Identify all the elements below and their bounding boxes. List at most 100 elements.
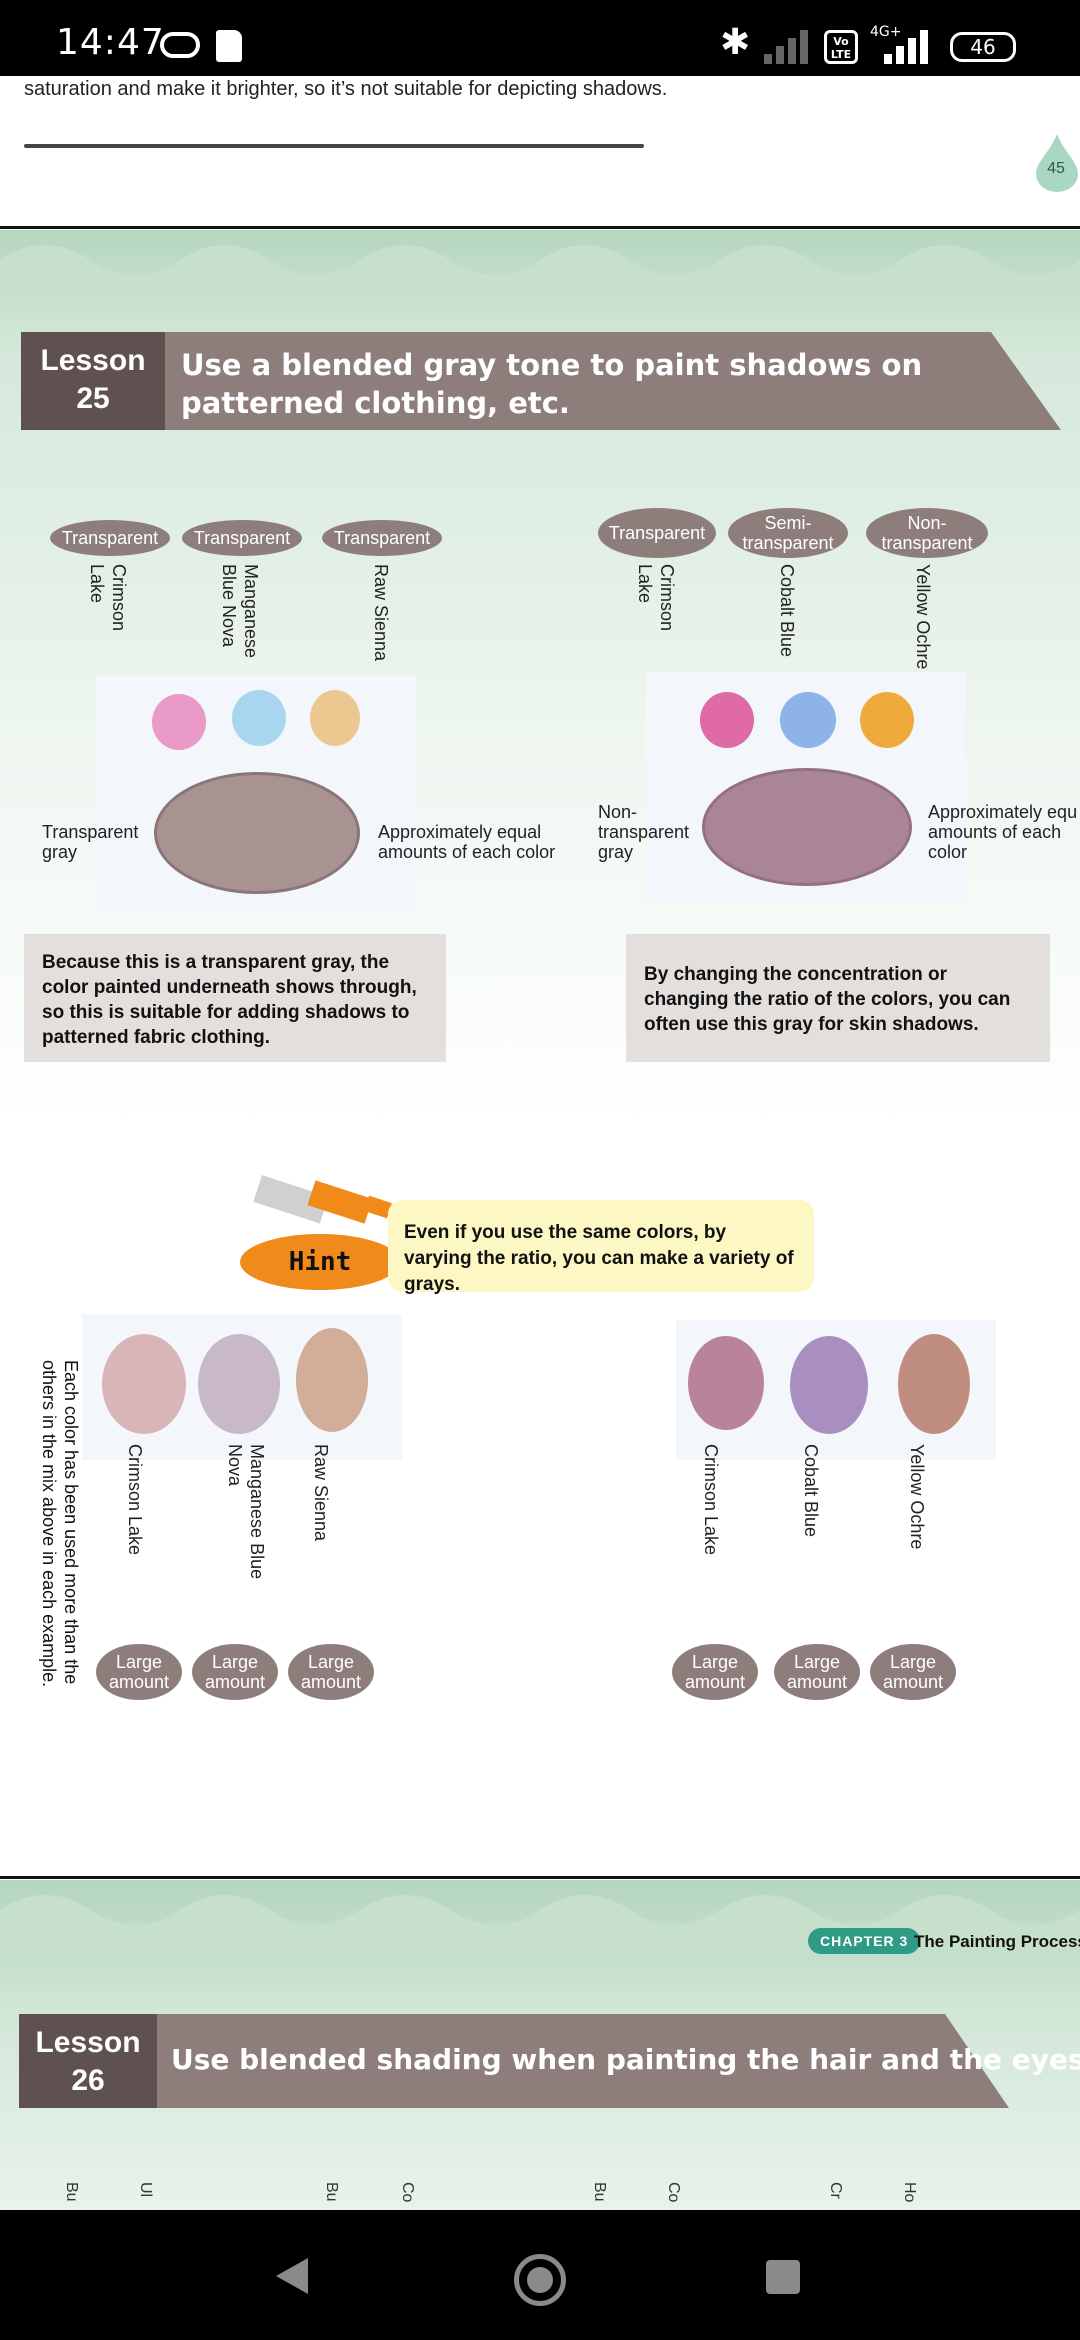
bluetooth-icon: ✱: [720, 22, 751, 63]
navigation-bar: [0, 2210, 1080, 2340]
cut-color-label: Bu: [591, 2182, 608, 2202]
mix-ratio-line: amounts of each: [928, 822, 1062, 842]
transparency-pill: Semi-transparent: [728, 508, 848, 558]
color-name: Yellow Ochre: [907, 1444, 927, 1550]
paint-swatch: [232, 690, 286, 746]
sd-card-icon: [216, 30, 242, 62]
cut-color-label: Co: [399, 2182, 416, 2203]
side-note: Each color has been used more than the o…: [39, 1360, 81, 1688]
transparency-pill: Transparent: [50, 520, 170, 556]
volte-icon: Vo LTE: [824, 30, 858, 64]
amount-pill: Large amount: [672, 1644, 758, 1700]
mix-ratio-label: Approximately equ amounts of each color: [928, 802, 1080, 862]
paint-swatch: [152, 694, 206, 750]
lesson-title-bg: [157, 2014, 1009, 2108]
swatch-panel: [96, 676, 416, 910]
color-name: Yellow Ochre: [913, 564, 933, 670]
cut-color-label: Ho: [901, 2182, 918, 2203]
mixed-gray-swatch: [154, 772, 360, 894]
color-name: Cobalt Blue: [801, 1444, 821, 1538]
color-name: Crimson Lake: [87, 564, 129, 632]
variation-panel: [82, 1314, 402, 1460]
explanation-note: Because this is a transparent gray, the …: [24, 934, 446, 1062]
clock: 14:47: [56, 22, 165, 63]
explanation-note: By changing the concentration or changin…: [626, 934, 1050, 1062]
variation-swatch: [688, 1336, 764, 1430]
cut-color-label: Bu: [63, 2182, 80, 2202]
amount-pill: Large amount: [288, 1644, 374, 1700]
page-number: 45: [1047, 160, 1065, 177]
lesson-title: Use blended shading when painting the ha…: [171, 2043, 1080, 2076]
page-divider: [0, 226, 1080, 229]
swatch-panel: [646, 672, 966, 902]
mix-ratio-line: Approximately equ: [928, 802, 1078, 822]
lesson-label: Lesson: [35, 2026, 141, 2059]
chapter-title: The Painting Process: [914, 1932, 1080, 1951]
color-name: Raw Sienna: [371, 564, 391, 662]
home-button[interactable]: [514, 2254, 566, 2306]
hint-text: Even if you use the same colors, by vary…: [388, 1200, 814, 1295]
color-name: Raw Sienna: [311, 1444, 331, 1542]
lesson-number-box: Lesson 26: [19, 2014, 157, 2108]
color-name: Crimson Lake: [701, 1444, 721, 1556]
lesson-number: 26: [71, 2064, 105, 2097]
amount-pill: Large amount: [192, 1644, 278, 1700]
signal-sim1-icon: [764, 26, 820, 64]
lesson-number: 25: [76, 382, 110, 415]
lesson-label: Lesson: [40, 344, 146, 377]
color-name: Manganese Blue Nova: [219, 564, 261, 659]
lesson-title: Use a blended gray tone to paint shadows…: [181, 348, 923, 420]
cloud-icon: [160, 32, 200, 58]
paint-swatch: [860, 692, 914, 748]
cut-text-line: [24, 142, 644, 152]
transparency-pill: Non-transparent: [866, 508, 988, 558]
paint-swatch: [700, 692, 754, 748]
transparency-pill: Transparent: [322, 520, 442, 556]
variation-panel: [676, 1320, 996, 1460]
lesson-header: Lesson 26 Use blended shading when paint…: [19, 2014, 1080, 2108]
chapter-tag: CHAPTER 3: [808, 1928, 921, 1954]
battery-icon: 46: [950, 32, 1016, 62]
signal-sim2-icon: [884, 26, 940, 64]
lesson-26-page: CHAPTER 3 The Painting Process Lesson 26…: [0, 1880, 1080, 2210]
lesson-25-page: Lesson 25 Use a blended gray tone to pai…: [0, 230, 1080, 1877]
color-name: Crimson Lake: [635, 564, 677, 632]
previous-page-text: saturation and make it brighter, so it’s…: [24, 78, 668, 100]
previous-page: saturation and make it brighter, so it’s…: [0, 76, 1080, 228]
color-name: Manganese Blue Nova: [225, 1444, 267, 1580]
mixed-gray-swatch: [702, 768, 912, 886]
amount-pill: Large amount: [870, 1644, 956, 1700]
cut-color-label: Cr: [827, 2182, 844, 2199]
water-drop-icon: [1036, 134, 1078, 192]
color-name: Crimson Lake: [125, 1444, 145, 1556]
lesson-number-box: Lesson 25: [21, 332, 165, 430]
variation-swatch: [296, 1328, 368, 1432]
mix-type-label: Non-transparent gray: [598, 802, 690, 862]
variation-swatch: [898, 1334, 970, 1434]
mix-type-label: Transparent gray: [42, 822, 139, 862]
wave-decoration: [0, 245, 1080, 300]
cut-color-label: Co: [665, 2182, 682, 2203]
cut-color-label: Bu: [323, 2182, 340, 2202]
color-name: Cobalt Blue: [777, 564, 797, 658]
transparency-pill: Transparent: [598, 508, 716, 558]
network-type: 4G+: [870, 24, 902, 40]
status-bar: 14:47 ✱ Vo LTE 4G+ 46: [0, 0, 1080, 76]
hint-badge: Hint: [240, 1234, 400, 1290]
paint-swatch: [780, 692, 836, 748]
recent-apps-button[interactable]: [766, 2260, 800, 2294]
variation-swatch: [198, 1334, 280, 1434]
paint-tube-icon: [253, 1175, 392, 1224]
variation-swatch: [102, 1334, 186, 1434]
amount-pill: Large amount: [774, 1644, 860, 1700]
lesson-title-bg: [165, 332, 1061, 430]
lesson-header: Lesson 25 Use a blended gray tone to pai…: [21, 332, 1061, 430]
variation-swatch: [790, 1336, 868, 1434]
paint-swatch: [310, 690, 360, 746]
cut-color-label: Ul: [137, 2182, 154, 2198]
back-button[interactable]: [276, 2258, 308, 2294]
mix-ratio-line: color: [928, 842, 968, 862]
page-divider: [0, 1876, 1080, 1879]
amount-pill: Large amount: [96, 1644, 182, 1700]
